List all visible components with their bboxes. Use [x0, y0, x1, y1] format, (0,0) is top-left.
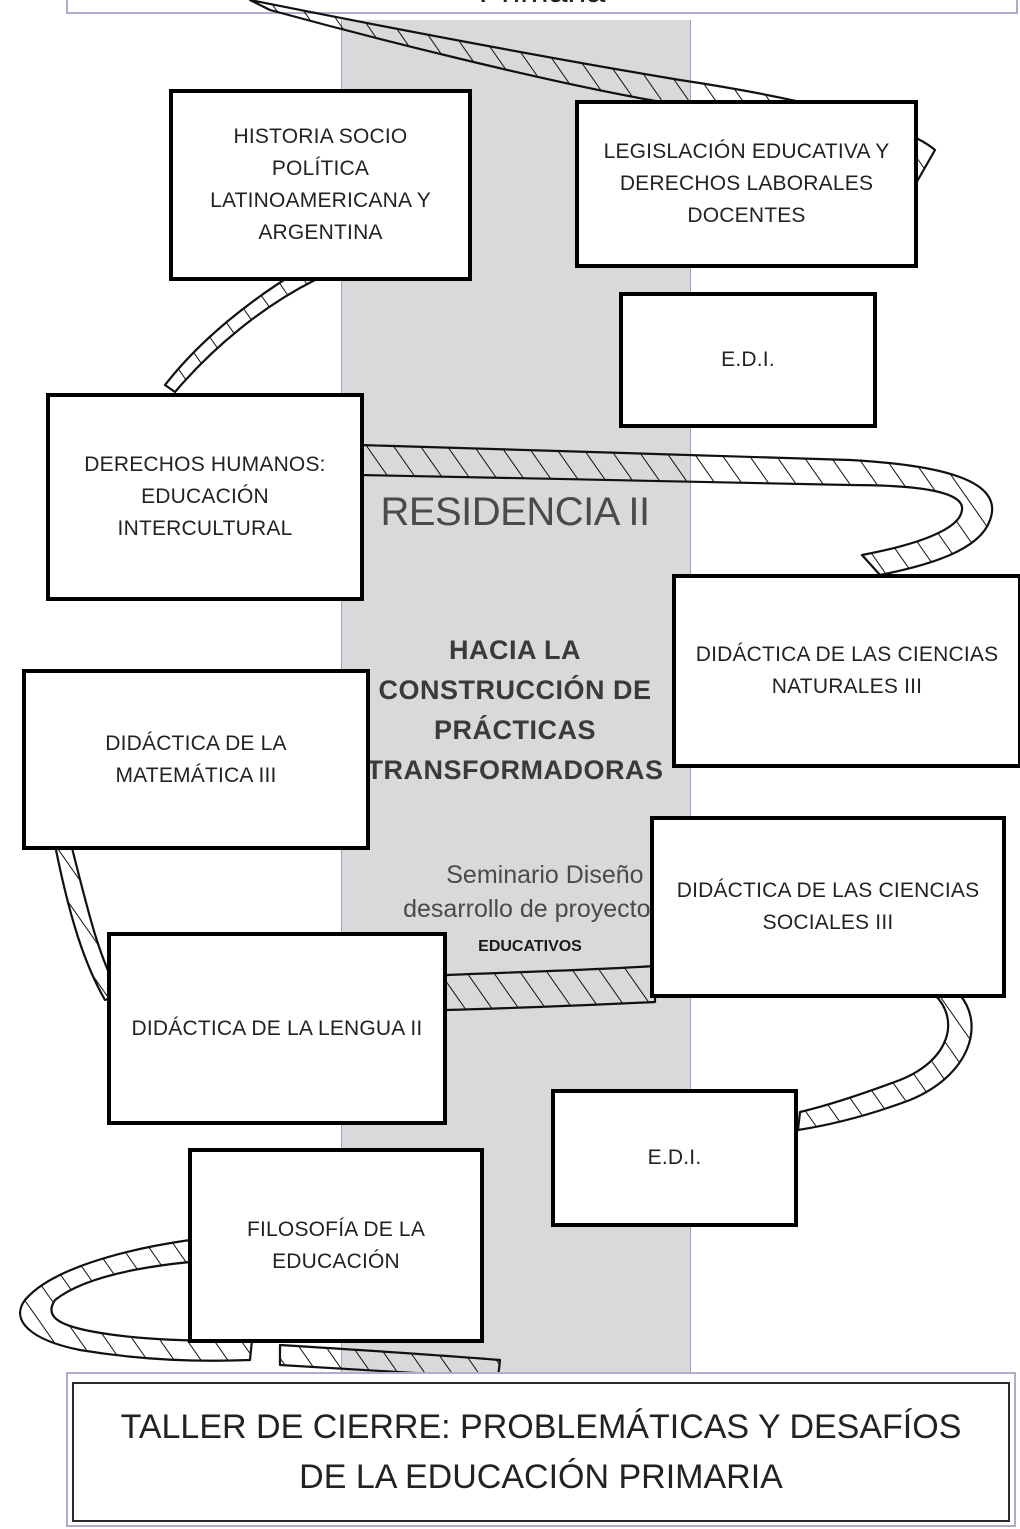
- box-edi-top-label: E.D.I.: [721, 348, 775, 371]
- box-filosofia-label: FILOSOFÍA DE LA EDUCACIÓN: [246, 1217, 426, 1273]
- center-heading: HACIA LA CONSTRUCCIÓN DE PRÁCTICAS TRANS…: [366, 635, 664, 785]
- box-sociales-label: DIDÁCTICA DE LAS CIENCIAS SOCIALES III: [676, 879, 980, 934]
- box-legislacion-label: LEGISLACIÓN EDUCATIVA Y DERECHOS LABORAL…: [603, 140, 890, 227]
- box-edi-top: E.D.I.: [619, 292, 877, 428]
- box-historia-label: HISTORIA SOCIO POLÍTICA LATINOAMERICANA …: [210, 125, 431, 244]
- footer-box: TALLER DE CIERRE: PROBLEMÁTICAS Y DESAFÍ…: [72, 1382, 1010, 1522]
- spiral-segment: [796, 993, 973, 1132]
- box-lengua-label: DIDÁCTICA DE LA LENGUA II: [131, 1016, 423, 1040]
- seminar-last-word: EDUCATIVOS: [478, 938, 582, 955]
- box-legislacion: LEGISLACIÓN EDUCATIVA Y DERECHOS LABORAL…: [575, 100, 918, 268]
- spiral-segment: [248, 0, 937, 187]
- box-matematica-label: DIDÁCTICA DE LA MATEMÁTICA III: [105, 731, 287, 787]
- box-lengua: DIDÁCTICA DE LA LENGUA II: [107, 932, 447, 1125]
- spiral-label: RESIDENCIA II: [380, 490, 650, 534]
- box-edi-bottom-label: E.D.I.: [647, 1146, 702, 1169]
- box-derechos-label: DERECHOS HUMANOS: EDUCACIÓN INTERCULTURA…: [84, 453, 326, 540]
- box-naturales: DIDÁCTICA DE LAS CIENCIAS NATURALES III: [672, 574, 1020, 768]
- spiral-segment: [53, 838, 122, 1002]
- header-title: Primaria: [68, 0, 1016, 11]
- footer-title: TALLER DE CIERRE: PROBLEMÁTICAS Y DESAFÍ…: [120, 1408, 962, 1496]
- footer-frame: [66, 1372, 1016, 1527]
- box-sociales: DIDÁCTICA DE LAS CIENCIAS SOCIALES III: [650, 816, 1006, 998]
- box-matematica: DIDÁCTICA DE LA MATEMÁTICA III: [22, 669, 370, 850]
- spiral-segment: [443, 964, 657, 1012]
- box-edi-bottom: E.D.I.: [551, 1089, 798, 1227]
- spiral-segment: [19, 1238, 254, 1362]
- spiral-segment: [163, 268, 317, 394]
- box-filosofia: FILOSOFÍA DE LA EDUCACIÓN: [188, 1148, 484, 1343]
- seminar-title: Seminario Diseño y desarrollo de proyect…: [403, 861, 663, 923]
- box-derechos: DERECHOS HUMANOS: EDUCACIÓN INTERCULTURA…: [46, 393, 364, 601]
- box-historia: HISTORIA SOCIO POLÍTICA LATINOAMERICANA …: [169, 89, 472, 281]
- box-naturales-label: DIDÁCTICA DE LAS CIENCIAS NATURALES III: [695, 643, 999, 698]
